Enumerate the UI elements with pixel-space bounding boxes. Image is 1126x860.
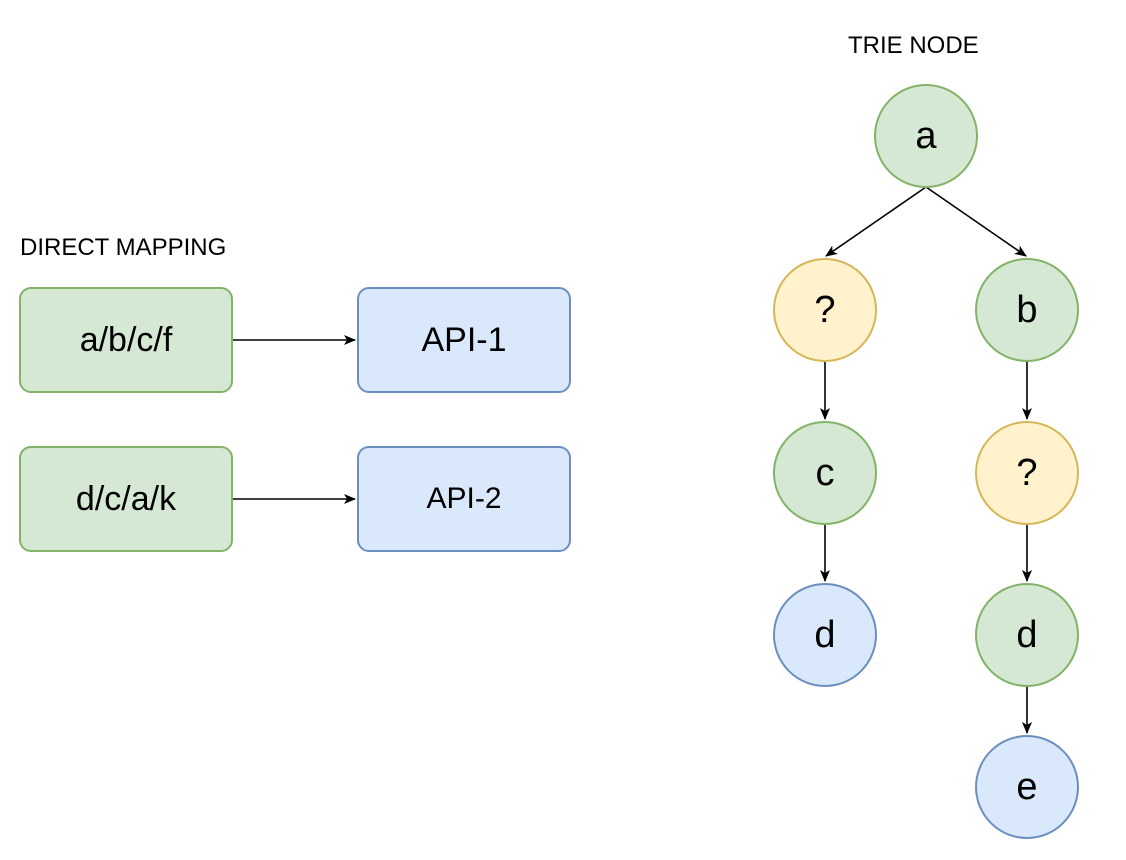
edge-a-to-b	[925, 186, 1027, 257]
direct-mapping-title: DIRECT MAPPING	[20, 234, 227, 261]
trie-node-d-right: d	[975, 583, 1079, 687]
trie-node-root: a	[874, 84, 978, 188]
api-box-1: API-1	[357, 287, 571, 393]
api-box-2: API-2	[357, 446, 571, 552]
trie-node-b: b	[975, 258, 1079, 362]
route-path-box-2: d/c/a/k	[19, 446, 233, 552]
trie-node-wildcard-right: ?	[975, 421, 1079, 525]
edge-a-to-wildcard-1	[825, 186, 927, 257]
trie-node-title: TRIE NODE	[848, 32, 979, 59]
trie-node-wildcard-left: ?	[773, 258, 877, 362]
trie-node-c: c	[773, 421, 877, 525]
route-path-box-1: a/b/c/f	[19, 287, 233, 393]
trie-node-leaf-d-left: d	[773, 583, 877, 687]
trie-node-leaf-e: e	[975, 735, 1079, 839]
